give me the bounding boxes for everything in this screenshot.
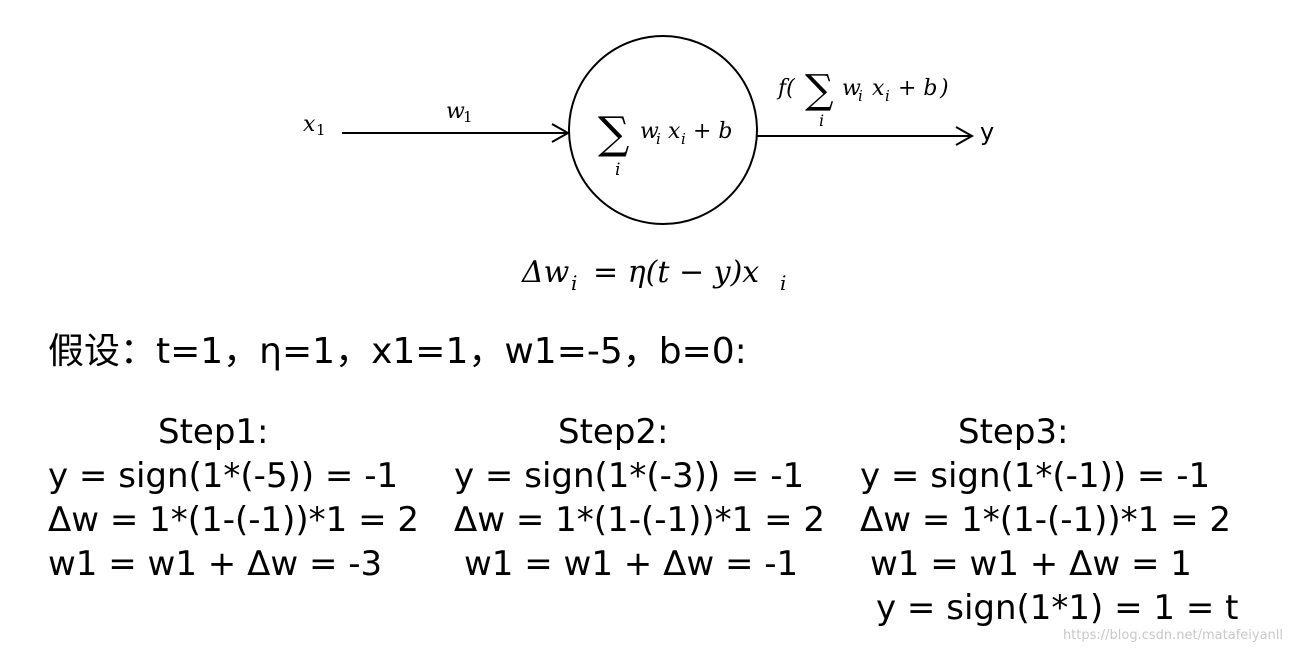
update-rule-rhs-sub: i: [780, 271, 786, 295]
neuron-tail: + b: [693, 119, 733, 144]
watermark: https://blog.csdn.net/matafeiyanll: [1062, 628, 1283, 643]
step-2-block: Step2: y = sign(1*(-3)) = -1 Δw = 1*(1-(…: [454, 410, 825, 586]
neuron-w-sub: i: [656, 130, 661, 148]
weight-label: w: [446, 99, 465, 124]
activation-tail: + b: [898, 76, 938, 101]
input-label: x: [303, 112, 316, 137]
neuron-w: w: [640, 119, 659, 144]
step-3-line-1: y = sign(1*(-1)) = -1: [860, 456, 1211, 496]
update-rule-lhs-sub: i: [571, 271, 577, 295]
input-arrowhead: [551, 123, 571, 143]
neuron-circle: [568, 35, 758, 225]
activation-w-sub: i: [858, 87, 863, 105]
step-2-line-3: w1 = w1 + Δw = -1: [464, 544, 799, 584]
activation-x-sub: i: [885, 87, 890, 105]
step-1-line-3: w1 = w1 + Δw = -3: [48, 544, 383, 584]
neuron-sum-index: i: [615, 160, 620, 180]
output-label: y: [980, 118, 994, 146]
step-1-block: Step1: y = sign(1*(-5)) = -1 Δw = 1*(1-(…: [48, 410, 419, 586]
activation-w: w: [842, 76, 861, 101]
activation-suffix: ): [939, 76, 949, 101]
neuron-x-sub: i: [681, 130, 686, 148]
step-3-line-3: w1 = w1 + Δw = 1: [870, 544, 1192, 584]
update-rule-rhs: = η(t − y)x: [593, 255, 759, 290]
step-2-line-2: Δw = 1*(1-(-1))*1 = 2: [454, 500, 826, 540]
activation-sum-symbol: ∑: [805, 67, 834, 113]
update-rule-lhs: Δw: [521, 255, 570, 290]
step-2-title: Step2:: [558, 412, 669, 452]
step-1-line-2: Δw = 1*(1-(-1))*1 = 2: [48, 500, 420, 540]
assumption-text: 假设：t=1，η=1，x1=1，w1=-5，b=0:: [48, 331, 747, 372]
neuron-x: x: [668, 119, 681, 144]
activation-x: x: [872, 76, 885, 101]
activation-prefix: f(: [776, 76, 795, 101]
weight-label-sub: 1: [463, 108, 473, 126]
input-label-sub: 1: [316, 121, 326, 139]
step-3-block: Step3: y = sign(1*(-1)) = -1 Δw = 1*(1-(…: [860, 410, 1238, 630]
step-3-line-4: y = sign(1*1) = 1 = t: [876, 588, 1239, 628]
neuron-sum-symbol: ∑: [598, 108, 629, 159]
step-3-title: Step3:: [958, 412, 1069, 452]
activation-sum-index: i: [819, 111, 824, 130]
perceptron-diagram: x 1 w 1 ∑ i w i x i + b f( ∑ i w i x i +…: [303, 35, 994, 295]
output-arrowhead: [955, 126, 975, 146]
step-1-title: Step1:: [158, 412, 269, 452]
step-1-line-1: y = sign(1*(-5)) = -1: [48, 456, 399, 496]
step-3-line-2: Δw = 1*(1-(-1))*1 = 2: [860, 500, 1232, 540]
step-2-line-1: y = sign(1*(-3)) = -1: [454, 456, 805, 496]
